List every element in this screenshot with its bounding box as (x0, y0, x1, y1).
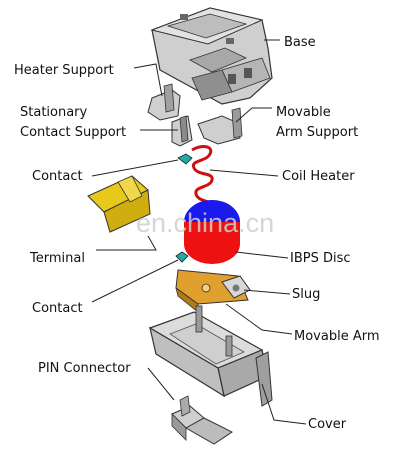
label-movable-arm-support-line2: Arm Support (276, 125, 358, 140)
label-stationary-contact-support-line1: Stationary (20, 105, 88, 120)
coil-heater-part (191, 145, 214, 207)
leader-lines (91, 39, 307, 425)
label-ibps-disc: IBPS Disc (290, 251, 351, 266)
label-stationary-contact-support-line2: Contact Support (20, 125, 126, 140)
slug-part (221, 275, 251, 299)
label-movable-arm: Movable Arm (294, 329, 380, 344)
label-base: Base (284, 35, 316, 50)
contact-bottom-part (175, 251, 189, 263)
terminal-part (87, 175, 151, 233)
label-heater-support: Heater Support (14, 63, 114, 78)
label-coil-heater: Coil Heater (282, 169, 355, 184)
stationary-contact-support-part (171, 115, 193, 147)
movable-arm-support-part (197, 107, 243, 145)
base-part (150, 7, 273, 105)
contact-top-part (177, 153, 193, 165)
label-contact-bottom: Contact (32, 301, 83, 316)
ibps-disc-part (184, 200, 240, 264)
label-terminal: Terminal (29, 251, 85, 266)
watermark-text: en.china.cn (136, 208, 274, 238)
movable-arm-part (175, 269, 249, 313)
label-cover: Cover (308, 417, 347, 432)
label-slug: Slug (292, 287, 320, 302)
heater-support-part (147, 83, 181, 121)
cover-part (148, 305, 273, 407)
label-contact-top: Contact (32, 169, 83, 184)
pin-connector-part (171, 395, 233, 445)
label-movable-arm-support-line1: Movable (276, 105, 331, 120)
label-pin-connector: PIN Connector (38, 361, 131, 376)
